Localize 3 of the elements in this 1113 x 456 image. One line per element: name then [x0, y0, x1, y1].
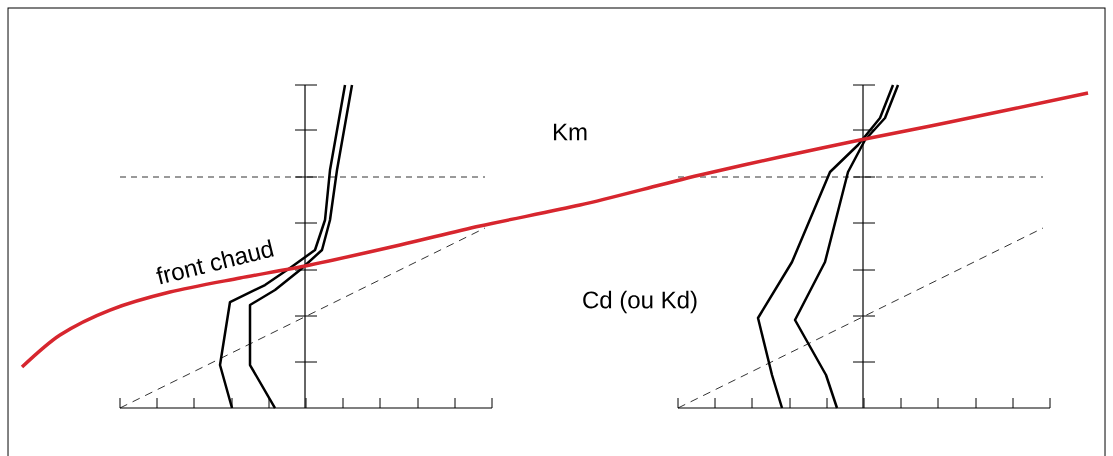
label-text: front chaud [156, 239, 274, 285]
label-text: Cd (ou Kd) [583, 290, 697, 314]
label-text: Km [554, 123, 587, 141]
